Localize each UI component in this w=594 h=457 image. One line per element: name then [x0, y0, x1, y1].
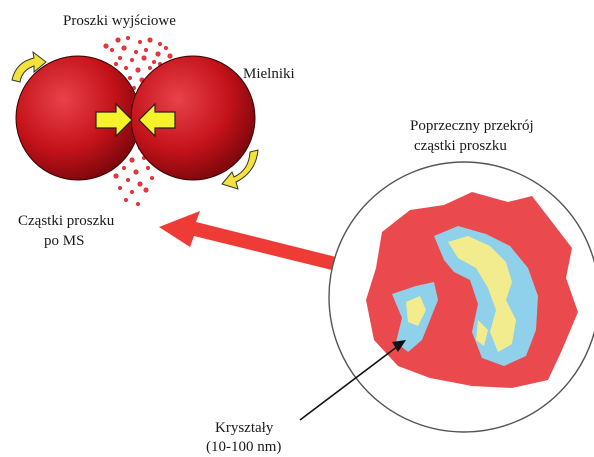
label-crystals-line1: Kryształy [215, 420, 274, 436]
powder-particle [144, 48, 148, 52]
powder-particle [134, 50, 138, 54]
powder-particle [128, 76, 132, 80]
powder-particle [150, 176, 154, 180]
powder-particle [124, 66, 128, 70]
powder-particle [124, 198, 128, 202]
label-crystals-line2: (10-100 nm) [206, 439, 281, 455]
powder-particle [126, 36, 130, 40]
powder-particle [113, 173, 118, 178]
label-cross-section-line2: cząstki proszku [414, 138, 507, 154]
powder-particle [115, 37, 120, 42]
powder-particle [118, 56, 122, 60]
powder-particle [167, 53, 172, 58]
powder-particle [114, 62, 118, 66]
powder-particle [110, 48, 114, 52]
powder-particle [118, 186, 122, 190]
powder-particle [129, 157, 134, 162]
big-arrow [159, 211, 340, 271]
powder-particle [130, 58, 134, 62]
powder-particle [155, 51, 160, 56]
powder-particle [148, 66, 152, 70]
powder-particle [143, 187, 148, 192]
powder-particle [146, 166, 150, 170]
label-mills: Mielniki [243, 66, 295, 82]
powder-particle [164, 46, 168, 50]
label-particles-line1: Cząstki proszku [18, 213, 115, 229]
powder-particle [147, 37, 152, 42]
label-particles-line2: po MS [44, 233, 84, 249]
powder-particle [121, 45, 126, 50]
powder-particle [103, 43, 108, 48]
powder-particle [122, 166, 126, 170]
powder-particle [126, 178, 130, 182]
powder-particle [138, 40, 142, 44]
powder-particle [158, 42, 162, 46]
powder-particle [141, 55, 146, 60]
powder-particle [133, 169, 138, 174]
particle-matrix [366, 192, 578, 388]
label-input-powders: Proszki wyjściowe [63, 13, 176, 29]
milling-balls [16, 56, 255, 180]
powder-particle [136, 202, 140, 206]
powder-particle [152, 60, 156, 64]
powder-particle [130, 190, 134, 194]
powder-particle [135, 67, 140, 72]
powder-particle [137, 181, 142, 186]
label-cross-section-line1: Poprzeczny przekrój [410, 118, 534, 134]
